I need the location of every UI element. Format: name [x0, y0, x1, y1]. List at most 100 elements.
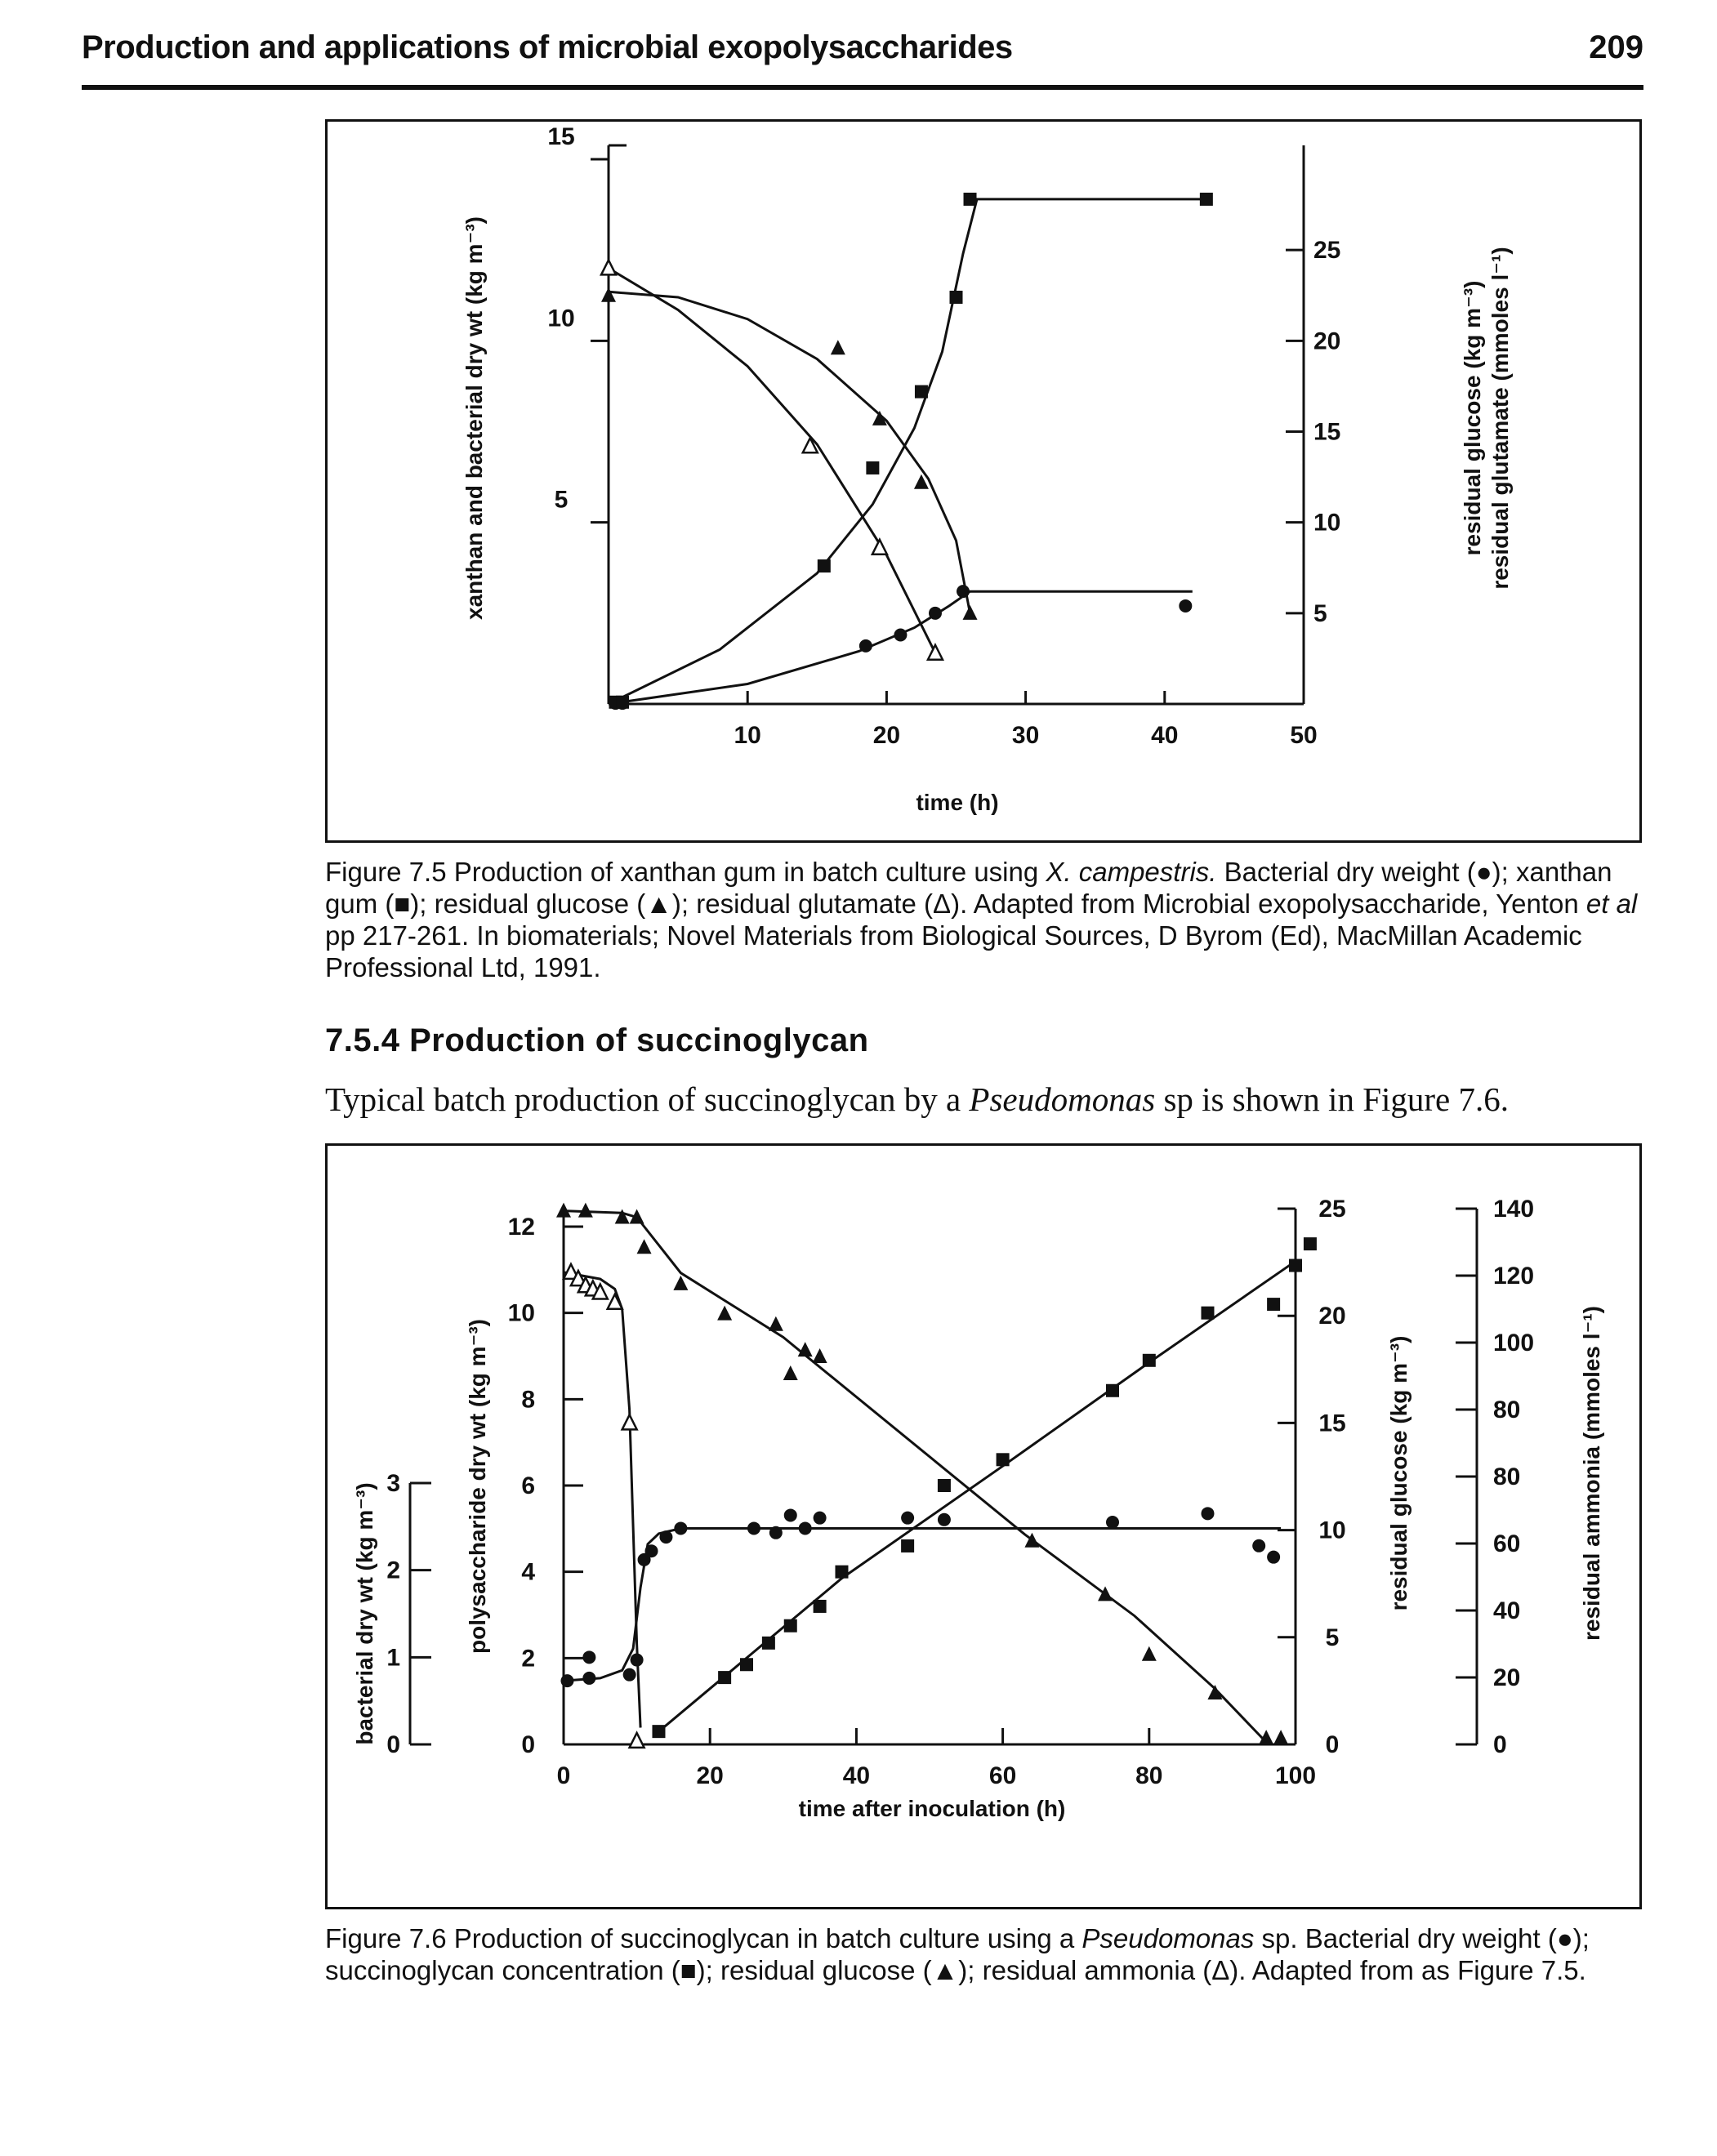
residual-ammonia-point — [569, 1268, 587, 1287]
paragraph-text: Typical batch production of succinoglyca… — [325, 1080, 970, 1118]
ammonia-tick-label: 60 — [1493, 1530, 1520, 1557]
bacterial-dry-weight-point — [783, 1508, 797, 1522]
bacterial-dry-weight-curve — [563, 1527, 1282, 1682]
residual-ammonia-point — [605, 1292, 624, 1311]
residual-glucose-point — [812, 1348, 827, 1364]
y-left-tick-label: 5 — [555, 487, 569, 514]
bacterial-tick-label: 3 — [386, 1470, 400, 1497]
section-heading: 7.5.4 Production of succinoglycan — [325, 1022, 869, 1058]
bacterial-dry-weight-point — [659, 1530, 673, 1544]
x-tick-label: 0 — [557, 1762, 571, 1789]
residual-ammonia-point — [591, 1281, 609, 1300]
ammonia-tick-label: 140 — [1493, 1196, 1534, 1223]
ammonia-axis-title: residual ammonia (mmoles l⁻¹) — [1579, 1306, 1604, 1641]
succinoglycan-concentration-point — [783, 1619, 797, 1633]
ammonia-tick-label: 100 — [1493, 1330, 1534, 1356]
x-tick-label: 50 — [1290, 722, 1317, 749]
residual-glucose-point — [830, 340, 845, 355]
y-right-tick-label: 25 — [1313, 237, 1340, 264]
ammonia-tick-label: 0 — [1493, 1731, 1507, 1758]
bacterial-dry-weight-point — [928, 606, 942, 620]
bacterial-axis-title: bacterial dry wt (kg m⁻³) — [352, 1482, 377, 1744]
glucose-tick-label: 15 — [1318, 1410, 1345, 1437]
paragraph-species: Pseudomonas — [969, 1080, 1156, 1118]
header-rule — [82, 85, 1643, 90]
residual-glucose-point — [1024, 1532, 1040, 1548]
residual-glucose-point — [1141, 1646, 1157, 1661]
bacterial-dry-weight-point — [1179, 599, 1193, 612]
caption-label: Figure 7.5 — [325, 857, 447, 887]
caption-text: Production of succinoglycan in batch cul… — [446, 1923, 1082, 1953]
residual-glutamate-curve — [608, 267, 937, 654]
x-tick-label: 20 — [873, 722, 900, 749]
succinoglycan-concentration-point — [996, 1453, 1010, 1467]
x-tick-label: 80 — [1135, 1762, 1162, 1789]
bacterial-dry-weight-point — [798, 1521, 812, 1535]
succinoglycan-concentration-point — [761, 1636, 775, 1650]
running-title: Production and applications of microbial… — [82, 29, 1013, 65]
figure-7-5-caption: Figure 7.5 Production of xanthan gum in … — [325, 856, 1648, 983]
residual-glutamate-point — [801, 435, 819, 454]
glucose-tick-label: 10 — [1318, 1517, 1345, 1544]
polysaccharide-tick-label: 12 — [508, 1214, 535, 1241]
caption-text: sp. Bacterial dry weight (●); succinogly… — [325, 1923, 1590, 1985]
figure-7-6-frame — [325, 1143, 1642, 1909]
ammonia-tick-label: 80 — [1493, 1396, 1520, 1423]
bacterial-tick-label: 1 — [386, 1644, 400, 1671]
succinoglycan-concentration-point — [1267, 1298, 1281, 1312]
y-right-tick-label: 5 — [1313, 600, 1327, 627]
residual-glucose-point — [601, 287, 616, 302]
residual-glucose-point — [768, 1316, 783, 1331]
polysaccharide-tick-label: 10 — [508, 1300, 535, 1327]
bacterial-dry-weight-point — [622, 1668, 636, 1682]
x-tick-label: 10 — [734, 722, 761, 749]
caption-text: pp 217-261. In biomaterials; Novel Mater… — [325, 920, 1582, 982]
succinoglycan-concentration-point — [1106, 1383, 1119, 1397]
xanthan-gum-point — [866, 461, 880, 474]
bacterial-dry-weight-point — [769, 1526, 783, 1539]
succinoglycan-concentration-point — [1142, 1353, 1156, 1367]
residual-ammonia-point — [561, 1262, 580, 1281]
bacterial-dry-weight-point — [637, 1552, 651, 1566]
ammonia-tick-label: 20 — [1493, 1664, 1520, 1691]
running-header: Production and applications of microbial… — [82, 29, 1643, 70]
bacterial-dry-weight-point — [560, 1674, 574, 1688]
residual-glucose-curve — [608, 290, 971, 614]
polysaccharide-tick-label: 2 — [521, 1645, 535, 1672]
y-right-axis-title-glutamate: residual glutamate (mmoles l⁻¹) — [1487, 247, 1513, 589]
bacterial-dry-weight-point — [582, 1650, 596, 1664]
glucose-tick-label: 25 — [1318, 1196, 1345, 1223]
xanthan-gum-point — [963, 192, 977, 206]
succinoglycan-concentration-point — [1289, 1258, 1302, 1272]
polysaccharide-tick-label: 6 — [521, 1472, 535, 1499]
body-paragraph: Typical batch production of succinoglyca… — [325, 1080, 1509, 1119]
residual-glucose-point — [673, 1275, 689, 1290]
y-right-tick-label: 20 — [1313, 327, 1340, 354]
residual-glucose-point — [578, 1202, 593, 1218]
caption-text: Bacterial dry weight (●); xanthan gum (■… — [325, 857, 1612, 919]
x-tick-label: 100 — [1275, 1762, 1316, 1789]
x-tick-label: 40 — [843, 1762, 870, 1789]
paragraph-text: sp is shown in Figure 7.6. — [1155, 1080, 1509, 1118]
caption-species: X. campestris. — [1046, 857, 1217, 887]
succinoglycan-concentration-point — [901, 1539, 915, 1552]
residual-glucose-curve — [563, 1209, 1268, 1744]
residual-glucose-point — [797, 1342, 813, 1357]
residual-ammonia-point — [627, 1731, 646, 1749]
xanthan-gum-curve — [608, 198, 1206, 706]
residual-glucose-point — [636, 1239, 652, 1254]
y-right-tick-label: 10 — [1313, 510, 1340, 537]
xanthan-gum-point — [914, 385, 928, 399]
ammonia-tick-label: 40 — [1493, 1597, 1520, 1624]
residual-glucose-point — [1207, 1685, 1223, 1700]
residual-glucose-point — [629, 1209, 644, 1224]
y-left-tick-label: 10 — [547, 305, 574, 332]
figure-7-6-caption: Figure 7.6 Production of succinoglycan i… — [325, 1922, 1648, 1986]
bacterial-dry-weight-point — [937, 1512, 951, 1526]
residual-glucose-point — [1098, 1586, 1113, 1601]
residual-glutamate-point — [870, 537, 889, 556]
bacterial-dry-weight-point — [582, 1671, 596, 1685]
caption-text: Production of xanthan gum in batch cultu… — [446, 857, 1046, 887]
x-axis-title: time after inoculation (h) — [799, 1796, 1066, 1821]
